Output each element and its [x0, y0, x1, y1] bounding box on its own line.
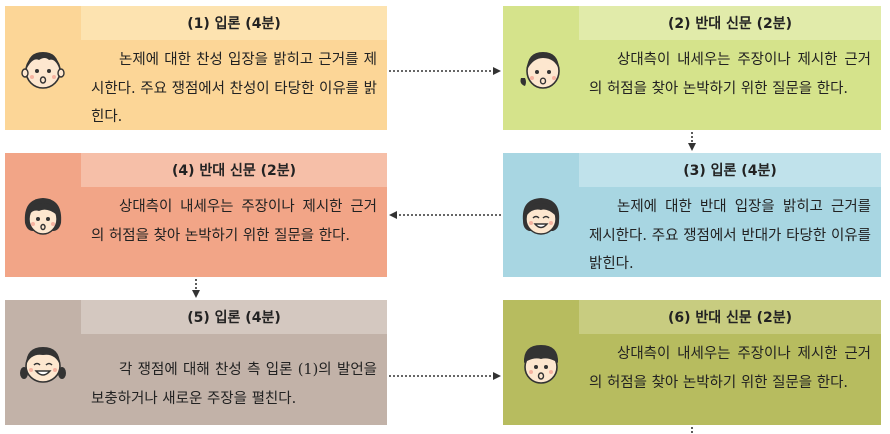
node-3-text: 논제에 대한 반대 입장을 밝히고 근거를 제시한다. 주요 쟁점에서 반대가 … — [589, 199, 871, 272]
boy-short-hair-icon — [5, 6, 81, 130]
node-6-text: 상대측이 내세우는 주장이나 제시한 근거의 허점을 찾아 논박하기 위한 질문… — [589, 346, 871, 391]
node-1: (1) 입론 (4분) 논제에 대한 찬성 입장을 밝히고 근거를 제시한다. … — [5, 6, 387, 130]
arrowhead-1-to-2 — [493, 67, 501, 75]
node-2: (2) 반대 신문 (2분) 상대측이 내세우는 주장이나 제시한 근거의 허점… — [503, 6, 881, 130]
node-4: (4) 반대 신문 (2분) 상대측이 내세우는 주장이나 제시한 근거의 허점… — [5, 153, 387, 277]
node-1-text: 논제에 대한 찬성 입장을 밝히고 근거를 제시한다. 주요 쟁점에서 찬성이 … — [91, 52, 377, 125]
node-1-title: (1) 입론 (4분) — [81, 6, 387, 40]
node-4-title: (4) 반대 신문 (2분) — [81, 153, 387, 187]
node-6-title: (6) 반대 신문 (2분) — [579, 300, 881, 334]
arrowhead-4-to-5 — [192, 290, 200, 298]
girl-pigtails-icon — [5, 300, 81, 425]
node-3: (3) 입론 (4분) 논제에 대한 반대 입장을 밝히고 근거를 제시한다. … — [503, 153, 881, 277]
node-2-text: 상대측이 내세우는 주장이나 제시한 근거의 허점을 찾아 논박하기 위한 질문… — [589, 52, 871, 97]
node-5: (5) 입론 (4분) 각 쟁점에 대해 찬성 측 입론 (1)의 발언을 보충… — [5, 300, 387, 425]
girl-bob-icon — [5, 153, 81, 277]
boy-bowl-cut-icon — [503, 300, 579, 425]
girl-ponytail-icon — [503, 6, 579, 130]
node-2-title: (2) 반대 신문 (2분) — [579, 6, 881, 40]
node-5-title: (5) 입론 (4분) — [81, 300, 387, 334]
arrowhead-2-to-3 — [688, 143, 696, 151]
node-5-text: 각 쟁점에 대해 찬성 측 입론 (1)의 발언을 보충하거나 새로운 주장을 … — [91, 362, 377, 407]
node-4-text: 상대측이 내세우는 주장이나 제시한 근거의 허점을 찾아 논박하기 위한 질문… — [91, 199, 377, 244]
node-3-title: (3) 입론 (4분) — [579, 153, 881, 187]
node-6: (6) 반대 신문 (2분) 상대측이 내세우는 주장이나 제시한 근거의 허점… — [503, 300, 881, 425]
arrowhead-3-to-4 — [389, 211, 397, 219]
arrowhead-5-to-6 — [493, 372, 501, 380]
girl-smiling-bob-icon — [503, 153, 579, 277]
